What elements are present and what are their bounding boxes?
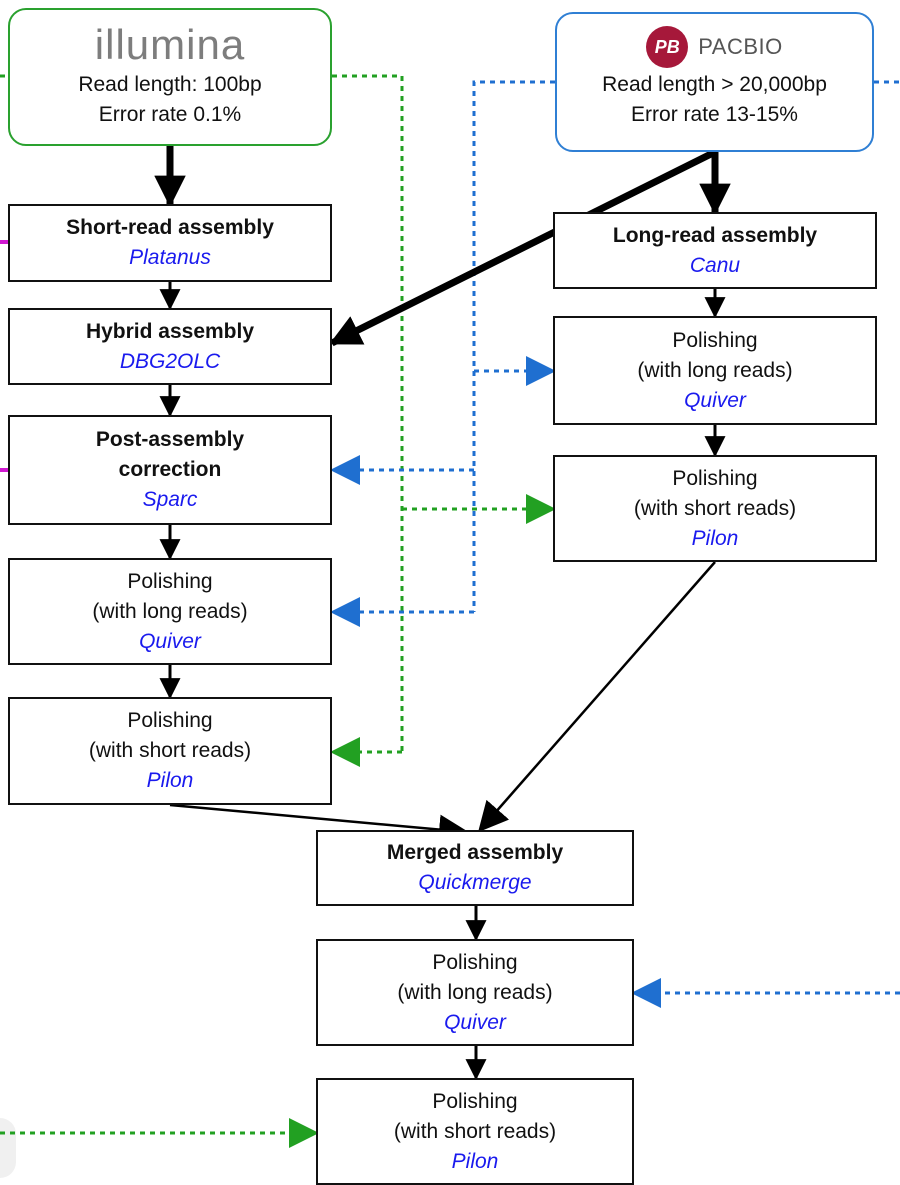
long-read-links: [330, 80, 900, 1008]
step-subtitle: (with short reads): [88, 739, 252, 762]
merged-long-read-polishing-box: Polishing (with long reads) Quiver: [316, 939, 634, 1046]
illumina-source-box: illumina Read length: 100bp Error rate 0…: [8, 8, 332, 146]
post-assembly-correction-box: Post-assembly correction Sparc: [8, 415, 332, 525]
assembly-flow-arrows: [154, 146, 731, 1081]
pacbio-logo: PB PACBIO: [646, 24, 783, 70]
step-tool: Quiver: [444, 1010, 506, 1034]
step-subtitle: (with short reads): [393, 1119, 557, 1143]
pacbio-read-length: Read length > 20,000bp: [602, 73, 827, 96]
step-subtitle: (with short reads): [633, 496, 797, 520]
step-tool: DBG2OLC: [119, 349, 221, 373]
step-tool: Platanus: [129, 246, 211, 269]
step-title: Hybrid assembly: [85, 319, 255, 343]
step-title: Polishing: [127, 709, 213, 732]
step-title: Polishing: [127, 569, 213, 593]
left-short-read-polishing-box: Polishing (with short reads) Pilon: [8, 697, 332, 805]
short-read-links: [0, 74, 556, 1148]
step-tool: Quiver: [139, 629, 201, 653]
illumina-read-length: Read length: 100bp: [78, 73, 262, 96]
pacbio-source-box: PB PACBIO Read length > 20,000bp Error r…: [555, 12, 874, 152]
cropped-edge-link: [0, 240, 8, 244]
right-long-read-polishing-box: Polishing (with long reads) Quiver: [553, 316, 877, 425]
long-read-assembly-box: Long-read assembly Canu: [553, 212, 877, 289]
step-title-line-1: Post-assembly: [95, 428, 245, 451]
short-read-assembly-box: Short-read assembly Platanus: [8, 204, 332, 282]
step-title: Polishing: [672, 466, 758, 490]
step-tool: Pilon: [146, 769, 194, 792]
step-title: Short-read assembly: [66, 216, 274, 239]
step-tool: Pilon: [691, 526, 739, 550]
step-tool: Sparc: [142, 488, 198, 511]
left-long-read-polishing-box: Polishing (with long reads) Quiver: [8, 558, 332, 665]
step-tool: Canu: [689, 253, 741, 277]
step-title: Polishing: [432, 1089, 518, 1113]
right-short-read-polishing-box: Polishing (with short reads) Pilon: [553, 455, 877, 562]
step-title: Merged assembly: [386, 841, 564, 864]
step-title: Polishing: [432, 950, 518, 974]
merged-assembly-box: Merged assembly Quickmerge: [316, 830, 634, 906]
step-title-line-2: correction: [118, 458, 222, 481]
merged-short-read-polishing-box: Polishing (with short reads) Pilon: [316, 1078, 634, 1185]
step-subtitle: (with long reads): [92, 599, 248, 623]
step-title: Long-read assembly: [612, 223, 818, 247]
pacbio-logo-text: PACBIO: [698, 34, 783, 59]
step-subtitle: (with long reads): [397, 980, 553, 1004]
step-tool: Quickmerge: [418, 871, 532, 894]
step-tool: Quiver: [684, 388, 746, 412]
pacbio-logo-icon: PB: [646, 26, 689, 68]
illumina-logo: illumina: [94, 21, 246, 68]
pacbio-error-rate: Error rate 13-15%: [631, 103, 798, 126]
cropped-edge-link: [0, 468, 8, 472]
hybrid-assembly-box: Hybrid assembly DBG2OLC: [8, 308, 332, 385]
step-tool: Pilon: [451, 1149, 499, 1173]
step-title: Polishing: [672, 328, 758, 352]
illumina-error-rate: Error rate 0.1%: [98, 103, 242, 126]
step-subtitle: (with long reads): [637, 358, 793, 382]
